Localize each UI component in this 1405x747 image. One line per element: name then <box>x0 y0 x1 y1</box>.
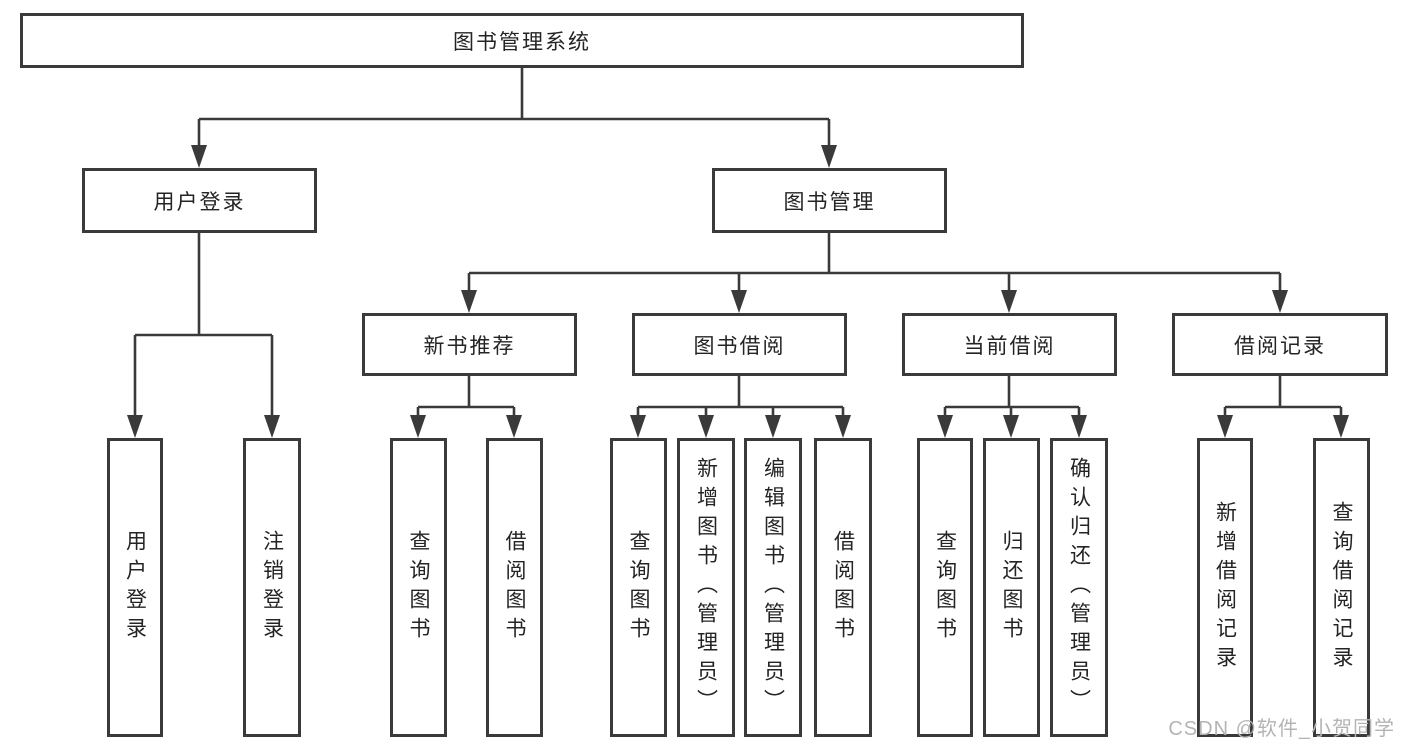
leaf-record-add-borrow-record: 新增借阅记录 <box>1197 438 1253 737</box>
leaf-user-login: 用户登录 <box>107 438 163 737</box>
node-user-login: 用户登录 <box>82 168 317 233</box>
leaf-record-query-borrow-record: 查询借阅记录 <box>1313 438 1370 737</box>
node-new-book-recommend: 新书推荐 <box>362 313 577 376</box>
connector-current-borrow-to-leaves <box>943 376 1081 417</box>
leaf-current-return-books: 归还图书 <box>983 438 1040 737</box>
watermark: CSDN @软件_小贺同学 <box>1168 718 1395 740</box>
leaf-newbook-borrow-books: 借阅图书 <box>486 438 543 737</box>
leaf-logout: 注销登录 <box>243 438 301 737</box>
node-book-management: 图书管理 <box>712 168 947 233</box>
connector-book-management-to-level3 <box>467 233 1282 292</box>
node-borrow-records: 借阅记录 <box>1172 313 1388 376</box>
leaf-borrow-query-books: 查询图书 <box>610 438 667 737</box>
node-current-borrow: 当前借阅 <box>902 313 1117 376</box>
leaf-current-confirm-return-admin: 确认归还（管理员） <box>1050 438 1108 737</box>
leaf-borrow-borrow-books: 借阅图书 <box>814 438 872 737</box>
connector-root-to-level2 <box>197 68 831 147</box>
leaf-borrow-add-books-admin: 新增图书（管理员） <box>677 438 735 737</box>
leaf-borrow-edit-books-admin: 编辑图书（管理员） <box>744 438 802 737</box>
connector-book-borrow-to-leaves <box>636 376 845 417</box>
connector-new-book-to-leaves <box>416 376 516 417</box>
connector-borrow-records-to-leaves <box>1223 376 1343 417</box>
node-book-borrow: 图书借阅 <box>632 313 847 376</box>
leaf-newbook-query-books: 查询图书 <box>390 438 447 737</box>
connector-user-login-to-leaves <box>133 233 274 417</box>
node-root-system: 图书管理系统 <box>20 13 1024 68</box>
arrowhead-icons <box>127 145 1349 438</box>
leaf-current-query-books: 查询图书 <box>917 438 973 737</box>
